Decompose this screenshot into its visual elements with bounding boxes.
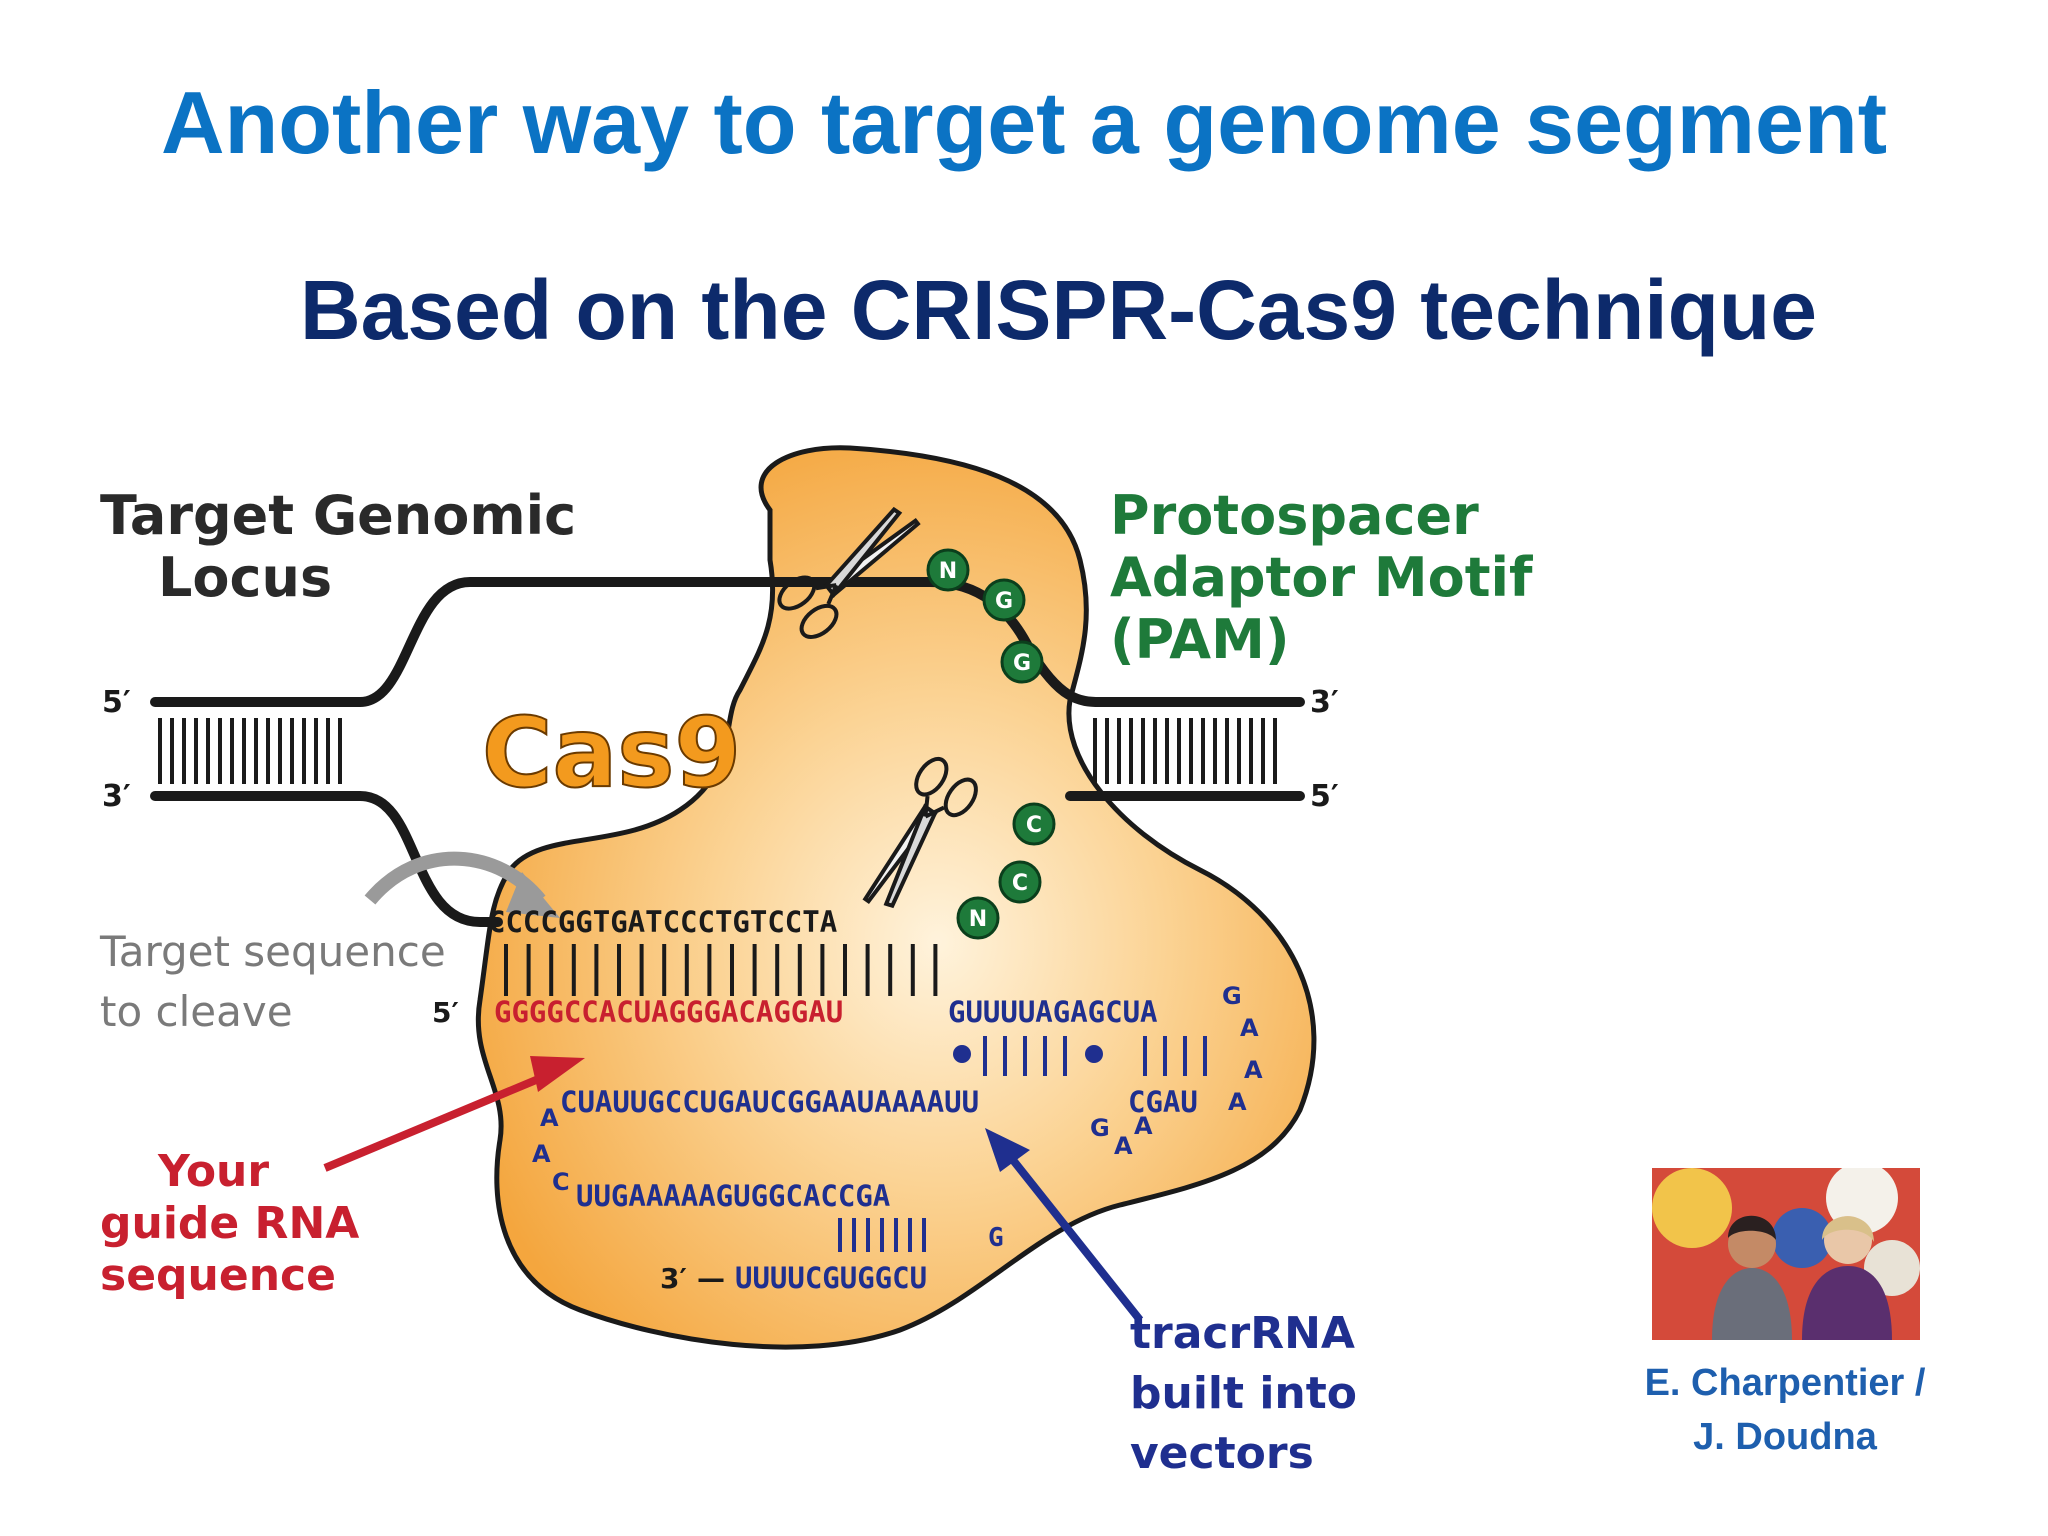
credit-line1: E. Charpentier / xyxy=(1644,1362,1926,1404)
arrow-target-sequence-head xyxy=(506,872,560,918)
pam-top-bead-label: N xyxy=(939,559,957,584)
researchers-photo xyxy=(1652,1168,1920,1340)
arrow-tracr xyxy=(1001,1147,1144,1323)
scissors-top-icon xyxy=(777,506,921,639)
bulge-letter: G xyxy=(1090,1114,1110,1142)
arrow-guide-rna-head xyxy=(530,1056,585,1092)
slide-subtitle: Based on the CRISPR-Cas9 technique xyxy=(300,263,1817,357)
pam-bottom-bead-label: N xyxy=(969,907,987,932)
photo-credit: E. Charpentier / J. Doudna xyxy=(1600,1356,1970,1464)
label-pam-3: (PAM) xyxy=(1110,608,1290,671)
strand-end-left-bottom: 3′ xyxy=(102,779,131,814)
tracr-row3: UUUUCGUGGCU xyxy=(735,1261,927,1295)
pam-top-bead xyxy=(982,578,1026,622)
nexus-letter: A xyxy=(540,1104,559,1132)
nexus-side-letters: AAC xyxy=(532,1104,570,1196)
label-pam-2: Adaptor Motif xyxy=(1110,546,1533,609)
label-target-locus-1: Target Genomic xyxy=(100,484,576,547)
pam-top-bead-label: G xyxy=(1013,651,1031,676)
dna-target-sequence: CCCCGGTGATCCCTGTCCTA xyxy=(488,905,837,939)
guide-rna-red: GGGGCCACUAGGGACAGGAU xyxy=(494,995,843,1029)
strand-end-right-top: 3′ xyxy=(1310,685,1339,720)
dna-base-pairs-left xyxy=(158,718,342,784)
bulge-letter: A xyxy=(1114,1132,1133,1160)
wobble-dot-1 xyxy=(953,1045,971,1063)
tetraloop-letters: GAAAA xyxy=(0,0,1263,1116)
pam-bottom-bead xyxy=(1012,802,1056,846)
tetraloop-letter: G xyxy=(1222,982,1242,1010)
strand-end-right-bottom: 5′ xyxy=(1310,779,1339,814)
tetraloop-letter: A xyxy=(1240,1014,1259,1042)
label-tracr-1: tracrRNA xyxy=(1130,1308,1355,1359)
dna-base-pairs-right xyxy=(1093,718,1277,784)
label-guide-3: sequence xyxy=(100,1250,336,1301)
pam-bottom-bead-label: C xyxy=(1026,813,1042,838)
label-target-locus-2: Locus xyxy=(158,546,332,609)
researchers-photo-image xyxy=(1652,1168,1920,1340)
tetraloop-letter: A xyxy=(1244,1056,1263,1084)
hairpin-pairs xyxy=(838,1218,926,1252)
pam-top-bead xyxy=(1000,640,1044,684)
bulge-letters: GAA xyxy=(1090,1112,1153,1160)
credit-line2: J. Doudna xyxy=(1693,1416,1877,1458)
guide-rna-blue: GUUUUAGAGCUA xyxy=(948,995,1158,1029)
strand-end-left-top: 5′ xyxy=(102,685,131,720)
pam-bottom-bead-label: C xyxy=(1012,871,1028,896)
label-pam-1: Protospacer xyxy=(1110,484,1479,547)
pam-bottom-bead xyxy=(998,860,1042,904)
pam-bottom-beads: CCN xyxy=(956,802,1056,940)
tetraloop-letter: A xyxy=(0,0,19,6)
tetraloop-letter: A xyxy=(1228,1088,1247,1116)
slide-title: Another way to target a genome segment xyxy=(160,73,1888,172)
label-target-seq-2: to cleave xyxy=(100,987,293,1036)
guide-target-pairs xyxy=(504,944,938,996)
tracr-pairs xyxy=(983,1036,1207,1076)
tracr-row1: CUAUUGCCUGAUCGGAAUAAAAUU xyxy=(560,1085,979,1119)
pam-top-bead xyxy=(926,548,970,592)
pam-bottom-bead xyxy=(956,896,1000,940)
tracr-3-dash: — xyxy=(697,1262,725,1295)
tracr-3-prime: 3′ xyxy=(660,1262,687,1295)
guide-5-prime: 5′ xyxy=(432,996,459,1029)
tracr-row2: UUGAAAAAGUGGCACCGA xyxy=(576,1179,890,1213)
label-guide-2: guide RNA xyxy=(100,1198,359,1249)
hairpin-g: G xyxy=(988,1223,1004,1253)
label-guide-1: Your xyxy=(157,1146,269,1197)
label-cas9: Cas9 xyxy=(482,697,741,809)
label-target-seq-1: Target sequence xyxy=(99,927,446,976)
wobble-dot-2 xyxy=(1085,1045,1103,1063)
scissors-bottom-icon xyxy=(862,756,978,909)
label-tracr-3: vectors xyxy=(1130,1428,1314,1479)
nexus-letter: A xyxy=(532,1140,551,1168)
tracr-row1b: CGAU xyxy=(1128,1085,1198,1119)
pam-top-bead-label: G xyxy=(995,589,1013,614)
arrow-tracr-head xyxy=(985,1128,1030,1172)
label-tracr-2: built into xyxy=(1130,1368,1357,1419)
bulge-letter: A xyxy=(1134,1112,1153,1140)
pam-top-beads: N G G xyxy=(926,548,1044,684)
nexus-letter: C xyxy=(552,1168,570,1196)
arrow-guide-rna xyxy=(323,1066,562,1172)
